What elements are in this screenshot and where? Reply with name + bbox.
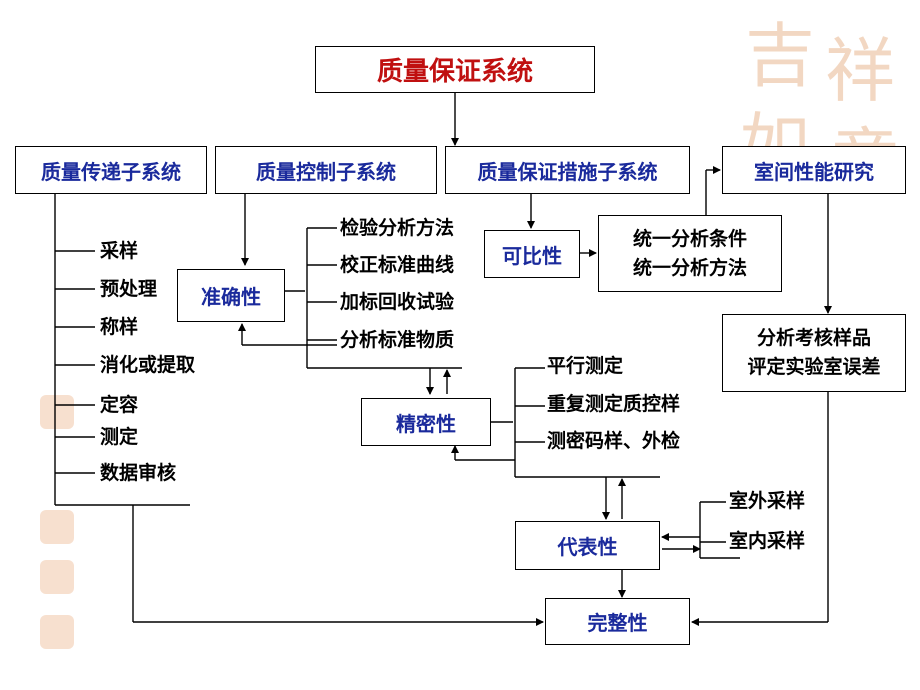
watermark-stamp — [40, 510, 74, 544]
transfer-item: 预处理 — [100, 278, 158, 300]
representativeness-label: 代表性 — [557, 535, 618, 559]
completeness-box: 完整性 — [545, 598, 690, 645]
precision-box: 精密性 — [361, 398, 491, 446]
sampling-item: 室内采样 — [729, 530, 806, 552]
precision-item: 重复测定质控样 — [547, 393, 681, 415]
interlab-result-box: 分析考核样品 评定实验室误差 — [722, 314, 906, 392]
accuracy-label: 准确性 — [201, 285, 261, 309]
completeness-label: 完整性 — [587, 611, 648, 635]
watermark-stamp — [40, 395, 74, 429]
comparability-box: 可比性 — [484, 230, 580, 278]
sampling-item: 室外采样 — [729, 490, 806, 512]
subsystem-measures-label: 质量保证措施子系统 — [477, 159, 658, 184]
watermark-stamp — [40, 560, 74, 594]
interlab-item: 分析考核样品 — [756, 327, 871, 349]
accuracy-item: 校正标准曲线 — [340, 254, 455, 276]
watermark-stamp — [40, 615, 74, 649]
accuracy-item: 检验分析方法 — [340, 217, 455, 239]
condition-item: 统一分析条件 — [632, 227, 747, 250]
subsystem-transfer-label: 质量传递子系统 — [41, 159, 181, 184]
subsystem-interlab-label: 室间性能研究 — [754, 159, 874, 184]
transfer-item: 数据审核 — [100, 462, 177, 484]
title-text: 质量保证系统 — [376, 57, 533, 87]
precision-label: 精密性 — [396, 411, 456, 436]
subsystem-control-label: 质量控制子系统 — [256, 159, 396, 184]
representativeness-box: 代表性 — [515, 521, 660, 570]
precision-item: 平行测定 — [547, 355, 624, 377]
condition-item: 统一分析方法 — [632, 256, 747, 279]
subsystem-transfer: 质量传递子系统 — [15, 146, 207, 194]
transfer-item: 称样 — [100, 316, 139, 338]
subsystem-measures: 质量保证措施子系统 — [445, 146, 690, 194]
precision-item: 测密码样、外检 — [547, 430, 681, 452]
comparability-label: 可比性 — [502, 243, 562, 268]
transfer-item: 定容 — [100, 394, 139, 416]
accuracy-item: 分析标准物质 — [340, 329, 455, 351]
transfer-item: 测定 — [100, 426, 139, 448]
svg-text:祥: 祥 — [825, 30, 895, 112]
accuracy-box: 准确性 — [177, 269, 285, 322]
accuracy-item: 加标回收试验 — [340, 291, 455, 313]
title-box: 质量保证系统 — [315, 46, 595, 93]
interlab-item: 评定实验室误差 — [747, 356, 881, 378]
subsystem-control: 质量控制子系统 — [215, 146, 437, 194]
subsystem-interlab: 室间性能研究 — [722, 146, 906, 194]
transfer-item: 采样 — [100, 240, 139, 262]
conditions-box: 统一分析条件 统一分析方法 — [598, 215, 782, 292]
transfer-item: 消化或提取 — [100, 354, 196, 376]
svg-text:吉: 吉 — [745, 15, 815, 97]
